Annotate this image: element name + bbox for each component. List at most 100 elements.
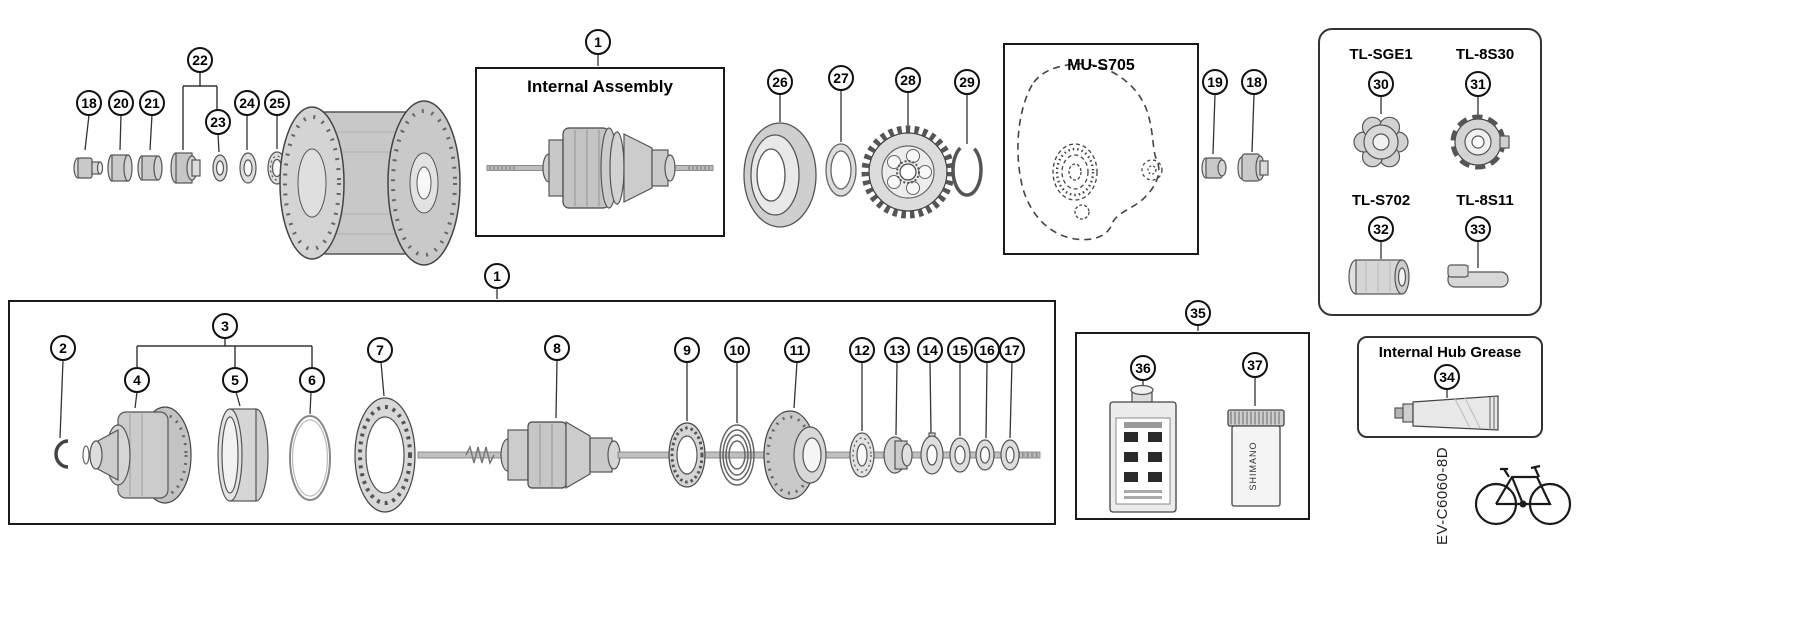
part-28-sprocket [861, 125, 955, 219]
mu-s705-box: MU-S705 [1003, 43, 1199, 255]
part-2-c-clip [54, 439, 69, 469]
leader-17 [1009, 361, 1013, 439]
callout-18: 18 [1241, 69, 1267, 95]
callout-14: 14 [917, 337, 943, 363]
part-13-cone [883, 436, 913, 474]
callout-36: 36 [1130, 355, 1156, 381]
leader-7 [380, 361, 385, 397]
callout-13: 13 [884, 337, 910, 363]
tool-label-tl-8s30: TL-8S30 [1455, 46, 1515, 63]
hub-shell [279, 100, 461, 266]
internal-assembly-box: Internal Assembly [475, 67, 725, 237]
callout-18: 18 [76, 90, 102, 116]
leader-18 [84, 114, 90, 151]
callout-22: 22 [187, 47, 213, 73]
callout-3: 3 [212, 313, 238, 339]
callout-16: 16 [974, 337, 1000, 363]
part-20-nut [107, 154, 133, 182]
tool-label-tl-8s11: TL-8S11 [1456, 192, 1514, 209]
part-23-washer [212, 154, 228, 182]
callout-28: 28 [895, 67, 921, 93]
leader-16 [985, 361, 988, 439]
callout-24: 24 [234, 90, 260, 116]
callout-33: 33 [1465, 216, 1491, 242]
part-7-ring-gear [354, 397, 416, 513]
bracket-22 [182, 73, 218, 150]
callout-26: 26 [767, 69, 793, 95]
callout-8: 8 [544, 335, 570, 361]
callout-32: 32 [1368, 216, 1394, 242]
internal-assembly-title: Internal Assembly [527, 77, 673, 96]
leader-8 [555, 359, 558, 419]
callout-19: 19 [1202, 69, 1228, 95]
callout-2: 2 [50, 335, 76, 361]
callout-20: 20 [108, 90, 134, 116]
leader-14 [929, 361, 932, 435]
internal-assembly-detail-box [8, 300, 1056, 525]
callout-6: 6 [299, 367, 325, 393]
mu-s705-title: MU-S705 [1067, 57, 1135, 74]
callout-37: 37 [1242, 352, 1268, 378]
tool-label-tl-sge1: TL-SGE1 [1349, 46, 1413, 63]
part-36-oil-can [1109, 384, 1177, 513]
callout-31: 31 [1465, 71, 1491, 97]
leader-6 [309, 391, 312, 415]
part-12-retainer-ring [849, 432, 875, 478]
document-code: EV-C6060-8D [1434, 446, 1451, 545]
part-5-ring-cylinder [217, 408, 269, 502]
tool-30-tl-sge1 [1353, 116, 1409, 168]
tools-box: TL-SGE1 TL-8S30 TL-S702 TL-8S11 [1318, 28, 1542, 316]
internal-assembly-unit [486, 127, 714, 209]
jar-brand-label: SHIMANO [1248, 441, 1258, 490]
bracket-lines [136, 73, 313, 367]
part-18-right-cap-nut [1237, 153, 1269, 182]
part-6-o-ring [289, 415, 331, 501]
leader-20 [119, 114, 122, 151]
part-18-left-cap-nut [73, 157, 104, 179]
leader-4 [134, 391, 138, 409]
part-37-grease-jar: SHIMANO [1227, 409, 1285, 507]
leader-13 [895, 361, 898, 436]
part-14-tab-washer [920, 432, 944, 475]
callout-27: 27 [828, 65, 854, 91]
callout-17: 17 [999, 337, 1025, 363]
leader-2 [59, 359, 64, 439]
bicycle-icon [1474, 464, 1572, 526]
callout-23: 23 [205, 109, 231, 135]
leader-18 [1251, 93, 1255, 153]
callout-35: 35 [1185, 300, 1211, 326]
part-16-washer [975, 439, 995, 471]
part-10-coil-spring [719, 424, 755, 486]
callout-1: 1 [585, 29, 611, 55]
internal-hub-grease-box: Internal Hub Grease [1357, 336, 1543, 438]
lubricants-box [1075, 332, 1310, 520]
callout-10: 10 [724, 337, 750, 363]
callout-9: 9 [674, 337, 700, 363]
callout-12: 12 [849, 337, 875, 363]
bracket-3 [136, 339, 313, 367]
callout-11: 11 [784, 337, 810, 363]
tool-32-tl-s702 [1348, 259, 1410, 295]
part-8-axle-assembly [417, 420, 1041, 490]
callout-34: 34 [1434, 364, 1460, 390]
internal-hub-grease-title: Internal Hub Grease [1378, 344, 1522, 361]
leader-21 [149, 114, 153, 151]
callout-30: 30 [1368, 71, 1394, 97]
part-22-cone [170, 152, 201, 184]
callout-25: 25 [264, 90, 290, 116]
callout-15: 15 [947, 337, 973, 363]
mu-s705-drawing [1017, 63, 1163, 241]
callout-1: 1 [484, 263, 510, 289]
part-11-ball-cup [763, 410, 827, 500]
part-17-washer [1000, 439, 1020, 471]
part-9-toothed-ring [668, 422, 706, 488]
part-15-washer [949, 437, 971, 473]
leader-5 [235, 391, 241, 407]
leader-11 [793, 361, 798, 409]
callout-29: 29 [954, 69, 980, 95]
leader-23 [217, 133, 220, 153]
leader-lines [59, 54, 1479, 439]
tool-33-tl-8s11 [1447, 264, 1509, 288]
